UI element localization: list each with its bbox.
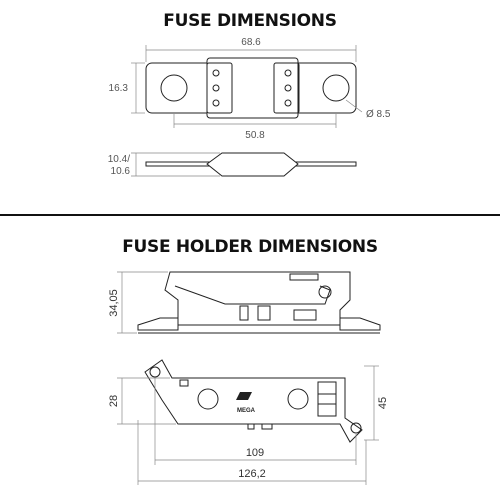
fuse-side-view — [145, 152, 357, 177]
fuse-side-body — [206, 152, 299, 177]
holder-top-latch — [317, 381, 337, 417]
holder-logo-text: MEGA — [237, 408, 256, 414]
fuse-thickness-label-a: 10.4/ — [108, 154, 130, 165]
fuse-small-hole — [212, 99, 220, 107]
fuse-small-hole — [284, 69, 292, 77]
fuse-small-hole — [284, 99, 292, 107]
fuse-top-view — [145, 57, 357, 119]
holder-side-view — [137, 271, 381, 334]
fuse-center-body — [206, 57, 299, 119]
holder-logo-mark — [236, 392, 252, 400]
holder-top-bolt-right — [287, 388, 309, 410]
holder-top-view — [144, 359, 363, 443]
holder-terminal — [239, 305, 249, 321]
holder-cap — [289, 273, 319, 281]
section-separator — [0, 214, 500, 216]
holder-top-clip — [179, 379, 189, 387]
holder-top-body — [144, 359, 363, 443]
fuse-side-dimension-lines — [131, 152, 220, 177]
holder-right-mount-hole — [350, 422, 362, 434]
holder-side-dimension-lines — [117, 271, 168, 334]
holder-left-mount-hole — [149, 366, 161, 378]
fuse-pitch-label: 50.8 — [245, 130, 265, 141]
holder-right-foot — [339, 317, 381, 331]
holder-width-label: 28 — [108, 395, 120, 407]
fuse-right-block — [273, 62, 300, 114]
fuse-hole-diameter-label: Ø 8.5 — [366, 109, 391, 120]
fuse-thickness-label-b: 10.6 — [111, 166, 131, 177]
holder-top-bolt-left — [197, 388, 219, 410]
fuse-small-hole — [212, 84, 220, 92]
holder-top-dimension-lines — [117, 365, 379, 485]
holder-depth-label: 45 — [377, 397, 389, 409]
fuse-height-label: 16.3 — [109, 83, 129, 94]
fuse-small-hole — [212, 69, 220, 77]
fuse-left-block — [206, 62, 233, 114]
holder-length-label: 126,2 — [238, 468, 266, 480]
holder-top-tab — [261, 423, 273, 430]
fuse-right-mounting-hole — [322, 74, 350, 102]
holder-height-label: 34,05 — [108, 289, 120, 317]
fuse-left-mounting-hole — [160, 74, 188, 102]
fuse-dimensions-title: FUSE DIMENSIONS — [163, 11, 337, 31]
holder-top-tab — [247, 423, 255, 430]
fuse-length-label: 68.6 — [241, 37, 261, 48]
holder-terminal — [293, 309, 317, 321]
fuse-holder-dimensions-title: FUSE HOLDER DIMENSIONS — [122, 237, 378, 257]
holder-left-foot — [137, 317, 179, 331]
holder-lever — [174, 285, 331, 305]
holder-terminal — [257, 305, 271, 321]
fuse-small-hole — [284, 84, 292, 92]
holder-pitch-label: 109 — [246, 447, 264, 459]
fuse-dimension-lines — [131, 45, 363, 128]
holder-pivot — [318, 285, 332, 299]
